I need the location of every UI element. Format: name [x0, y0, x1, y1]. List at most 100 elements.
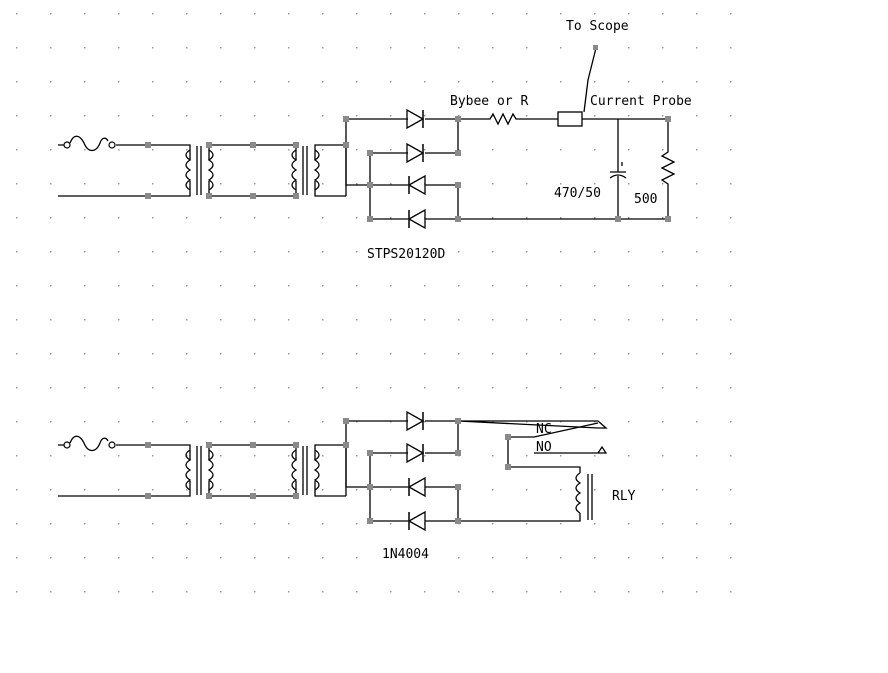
grid-dot — [526, 13, 528, 15]
grid-dot — [560, 387, 562, 389]
relay[interactable] — [457, 420, 608, 522]
ac-source-2[interactable] — [58, 435, 148, 497]
probe-label: Current Probe — [590, 94, 692, 109]
grid-dot — [356, 217, 358, 219]
grid-dot — [84, 489, 86, 491]
current-probe[interactable] — [557, 111, 583, 127]
grid-dot — [492, 353, 494, 355]
grid-dot — [390, 523, 392, 525]
relay-label: RLY — [612, 489, 636, 504]
grid-dot — [152, 13, 154, 15]
grid-dot — [152, 591, 154, 593]
grid-dot — [254, 285, 256, 287]
grid-dot — [458, 251, 460, 253]
grid-dot — [356, 489, 358, 491]
grid-dot — [322, 251, 324, 253]
grid-dot — [662, 353, 664, 355]
grid-dot — [390, 47, 392, 49]
grid-dot — [254, 319, 256, 321]
grid-dot — [594, 591, 596, 593]
grid-dot — [84, 47, 86, 49]
grid-dot — [458, 81, 460, 83]
grid-dot — [662, 387, 664, 389]
grid-dot — [662, 217, 664, 219]
diode-d7 — [408, 477, 426, 497]
nodes-1 — [145, 45, 671, 222]
transformer-chain-2[interactable] — [148, 444, 346, 497]
grid-dot — [16, 319, 18, 321]
grid-dot — [84, 251, 86, 253]
transformer-chain-1[interactable] — [148, 144, 346, 197]
grid-dot — [662, 455, 664, 457]
grid-dot — [730, 353, 732, 355]
grid-dot — [152, 217, 154, 219]
grid-dot — [288, 319, 290, 321]
grid-dot — [560, 591, 562, 593]
grid-dot — [186, 81, 188, 83]
grid-dot — [696, 81, 698, 83]
grid-dot — [322, 387, 324, 389]
grid-dot — [50, 217, 52, 219]
grid-dot — [696, 183, 698, 185]
grid-dot — [560, 217, 562, 219]
grid-dot — [50, 251, 52, 253]
grid-dot — [186, 353, 188, 355]
grid-dot — [594, 149, 596, 151]
grid-dot — [662, 591, 664, 593]
grid-dot — [84, 421, 86, 423]
grid-dot — [220, 455, 222, 457]
grid-dot — [390, 387, 392, 389]
grid-dot — [594, 557, 596, 559]
grid-dot — [16, 591, 18, 593]
grid-dot — [254, 183, 256, 185]
grid-dot — [322, 115, 324, 117]
grid-dot — [492, 217, 494, 219]
grid-dot — [16, 455, 18, 457]
grid-dot — [84, 81, 86, 83]
grid-dots — [16, 13, 732, 593]
grid-dot — [84, 115, 86, 117]
grid-dot — [594, 251, 596, 253]
ac-source-1[interactable] — [58, 135, 148, 197]
grid-dot — [458, 387, 460, 389]
grid-dot — [152, 387, 154, 389]
grid-dot — [458, 47, 460, 49]
grid-dot — [594, 387, 596, 389]
diode-d4 — [408, 209, 426, 229]
grid-dot — [594, 217, 596, 219]
grid-dot — [492, 387, 494, 389]
grid-dot — [526, 387, 528, 389]
grid-dot — [254, 81, 256, 83]
bridge-rectifier-2[interactable] — [345, 411, 459, 531]
grid-dot — [492, 421, 494, 423]
grid-dot — [560, 523, 562, 525]
diode-part-label-1: STPS20120D — [367, 247, 445, 262]
output-stage-1[interactable] — [458, 47, 676, 220]
grid-dot — [662, 149, 664, 151]
grid-dot — [730, 421, 732, 423]
grid-dot — [696, 47, 698, 49]
grid-dot — [356, 319, 358, 321]
grid-dot — [254, 251, 256, 253]
grid-dot — [186, 591, 188, 593]
grid-dot — [50, 489, 52, 491]
grid-dot — [16, 421, 18, 423]
grid-dot — [356, 285, 358, 287]
grid-dot — [186, 13, 188, 15]
grid-dot — [50, 353, 52, 355]
grid-dot — [526, 591, 528, 593]
grid-dot — [594, 523, 596, 525]
bridge-rectifier-1[interactable] — [345, 109, 459, 229]
grid-dot — [730, 455, 732, 457]
grid-dot — [118, 591, 120, 593]
grid-dot — [118, 523, 120, 525]
grid-dot — [118, 149, 120, 151]
grid-dot — [458, 13, 460, 15]
grid-dot — [560, 47, 562, 49]
grid-dot — [118, 353, 120, 355]
grid-dot — [696, 217, 698, 219]
grid-dot — [424, 251, 426, 253]
grid-dot — [628, 489, 630, 491]
grid-dot — [118, 455, 120, 457]
